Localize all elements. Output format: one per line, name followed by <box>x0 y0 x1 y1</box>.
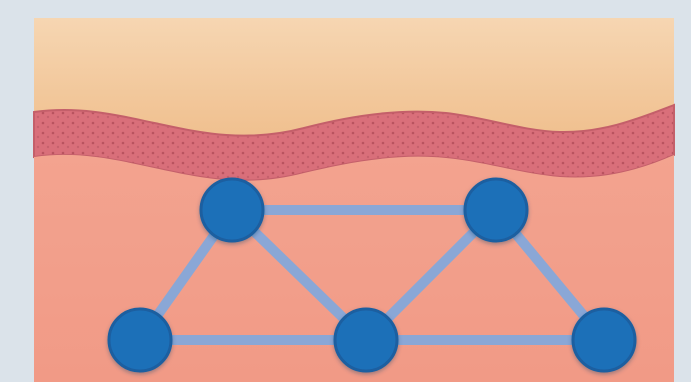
node-top-left <box>201 179 263 241</box>
node-top-right <box>465 179 527 241</box>
node-bottom-left <box>109 309 171 371</box>
node-bottom-center <box>335 309 397 371</box>
node-bottom-right <box>573 309 635 371</box>
